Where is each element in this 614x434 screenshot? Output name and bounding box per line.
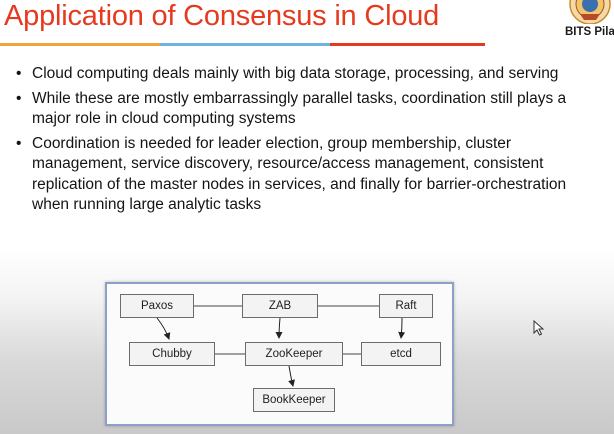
bullet-dot-icon: • <box>16 89 22 107</box>
arrow-raft-etcd <box>398 317 406 339</box>
title-underline-orange <box>0 43 160 46</box>
bullet-item: • Coordination is needed for leader elec… <box>16 134 596 216</box>
title-underline-red <box>330 43 485 46</box>
bullet-item: • While these are mostly embarrassingly … <box>16 89 596 130</box>
node-zookeeper: ZooKeeper <box>245 342 343 366</box>
node-bookkeeper: BookKeeper <box>253 388 335 412</box>
bullet-text: Coordination is needed for leader electi… <box>32 134 567 214</box>
title-underline <box>0 43 485 46</box>
node-chubby: Chubby <box>129 342 215 366</box>
bullet-text: Cloud computing deals mainly with big da… <box>32 65 559 82</box>
consensus-diagram: Paxos ZAB Raft Chubby ZooKeeper etcd Boo… <box>105 282 454 426</box>
title-underline-blue <box>160 43 330 46</box>
node-paxos: Paxos <box>120 294 194 318</box>
logo-label: BITS Pila <box>565 26 614 38</box>
bullet-dot-icon: • <box>16 65 22 82</box>
node-raft: Raft <box>379 294 433 318</box>
bullet-dot-icon: • <box>16 134 22 152</box>
bits-pilani-logo-icon <box>566 0 614 24</box>
bullet-text: While these are mostly embarrassingly pa… <box>32 89 567 128</box>
bullet-list: • Cloud computing deals mainly with big … <box>16 64 596 220</box>
diagram-connectors <box>156 305 406 387</box>
node-zab: ZAB <box>242 294 318 318</box>
slide-title: Application of Consensus in Cloud <box>4 0 440 32</box>
bullet-item: • Cloud computing deals mainly with big … <box>16 64 596 85</box>
node-etcd: etcd <box>361 342 441 366</box>
arrow-paxos-chubby <box>156 317 171 340</box>
arrow-zookeeper-bookkeeper <box>288 365 295 387</box>
mouse-pointer-icon <box>533 319 545 336</box>
arrow-zab-zookeeper <box>275 317 283 339</box>
